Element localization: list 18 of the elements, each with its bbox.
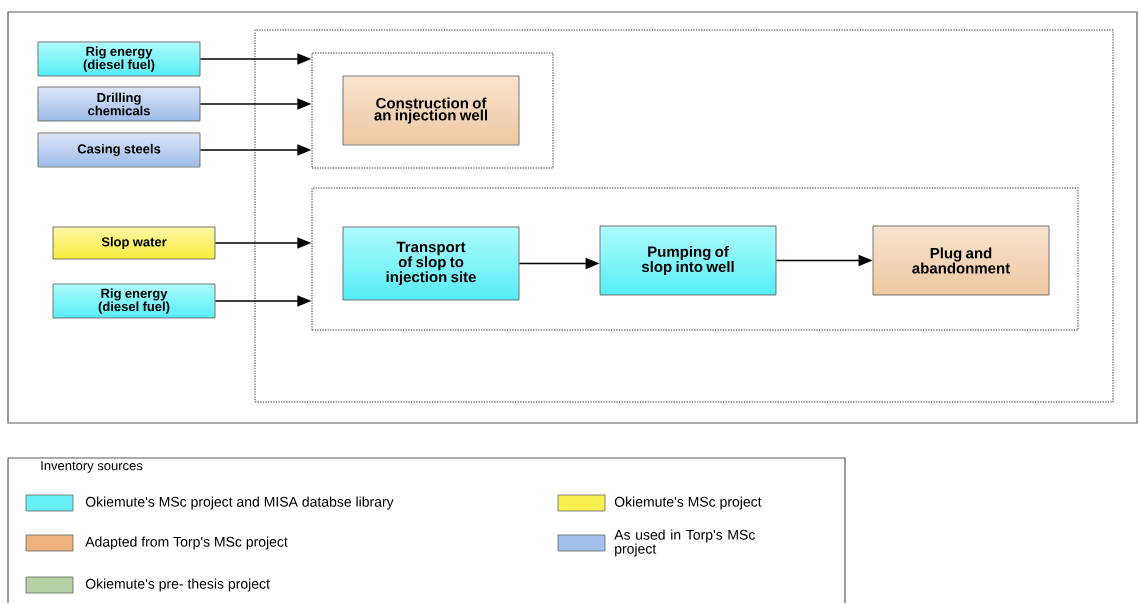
dotted-boundary-box: [311, 52, 554, 169]
input-box: Rig energy (diesel fuel): [52, 283, 216, 319]
process-box: Construction of an injection well: [342, 75, 520, 146]
input-box: Rig energy (diesel fuel): [37, 41, 201, 77]
legend-label: As used in Torp's MSc project: [614, 529, 755, 557]
input-box: Casing steels: [37, 132, 201, 168]
input-box: Drilling chemicals: [37, 86, 201, 122]
legend-title: Inventory sources: [41, 461, 143, 473]
legend-label: Adapted from Torp's MSc project: [85, 536, 288, 550]
legend-label: Okiemute's MSc project and MISA databse library: [85, 496, 394, 510]
legend-label: Okiemute's pre- thesis project: [85, 578, 270, 592]
dotted-boundary-box: [311, 187, 1079, 331]
legend-label: Okiemute's MSc project: [614, 496, 762, 510]
input-box: Slop water: [52, 226, 216, 260]
process-box: Transport of slop to injection site: [342, 226, 520, 301]
dotted-boundary-box: [254, 29, 1114, 403]
process-box: Plug and abandonment: [872, 225, 1050, 296]
process-box: Pumping of slop into well: [599, 225, 777, 296]
